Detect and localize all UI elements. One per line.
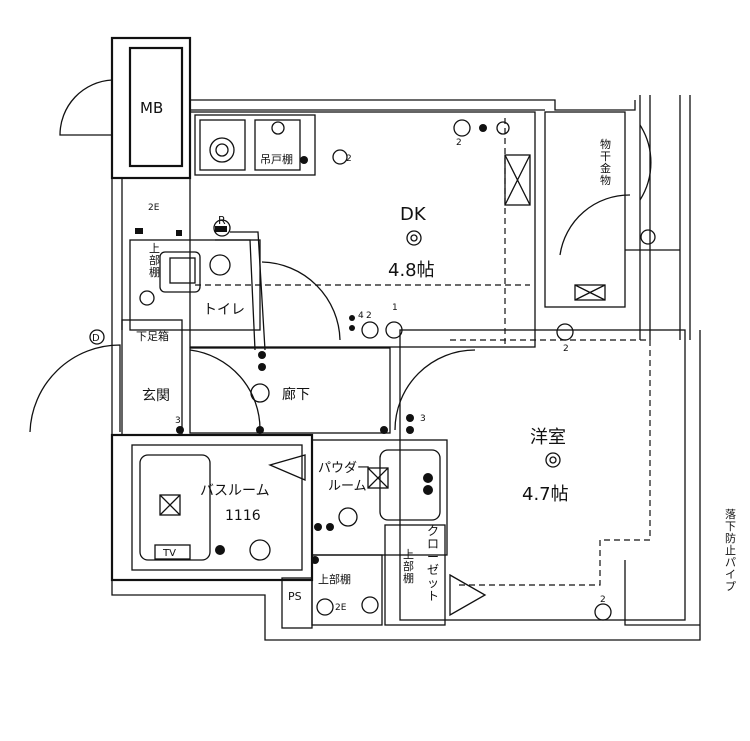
bath-label-1: バスルーム <box>200 483 270 499</box>
closet-outline <box>384 524 446 626</box>
western-label: 洋室 <box>530 427 566 448</box>
ps-outline <box>281 577 313 629</box>
num-3-entry: 3 <box>420 414 426 424</box>
num-2e-dk: 2E <box>148 203 160 213</box>
d-label: D <box>92 333 100 344</box>
storage-outline <box>544 111 626 308</box>
hall-label: 廊下 <box>282 386 310 403</box>
kitchen-counter <box>194 114 316 176</box>
upper-shelf-closet-label: 上部棚 <box>403 548 414 585</box>
r-label: R <box>218 214 226 227</box>
entrance-label: 玄関 <box>142 387 170 404</box>
num-1: 1 <box>392 303 398 313</box>
bath-block <box>110 433 314 582</box>
vertical-labels: 上部棚 物干金物 上部棚 クローゼット 落下防止パイプ <box>149 137 736 603</box>
num-4: 4 <box>358 311 364 321</box>
mb-label: MB <box>140 99 163 117</box>
fall-prevention-label: 落下防止パイプ <box>725 508 736 593</box>
num-2-dk: 2 <box>346 154 352 164</box>
bath-label-2: 1116 <box>225 508 261 524</box>
num-2e-powder: 2E <box>335 603 347 613</box>
dk-outline <box>189 111 536 348</box>
toilet-label: トイレ <box>203 302 245 318</box>
western-size: 4.7帖 <box>522 484 569 505</box>
western-outline <box>399 329 686 621</box>
num-2-western: 2 <box>563 344 569 354</box>
upper-shelf-toilet-label: 上部棚 <box>149 242 160 279</box>
shoe-cabinet-label: 下足箱 <box>136 329 169 343</box>
num-3-hall: 3 <box>175 416 181 426</box>
closet-label: クローゼット <box>427 524 439 603</box>
labels: MB DK 4.8帖 トイレ 廊下 玄関 下足箱 吊戸棚 洋室 4.7帖 バスル… <box>92 99 606 613</box>
powder-label-1: パウダー <box>318 461 370 476</box>
toilet-outline <box>129 239 261 331</box>
upper-shelf-powder-label: 上部棚 <box>318 572 351 586</box>
num-2-dk2: 2 <box>366 311 372 321</box>
powder-label-2: ルーム <box>328 479 367 494</box>
mb-closet <box>128 46 184 168</box>
num-2-top: 2 <box>456 138 462 148</box>
bath-outline <box>131 444 303 571</box>
num-2-western-bottom: 2 <box>600 595 606 605</box>
tv-label: TV <box>162 548 176 559</box>
dk-size: 4.8帖 <box>388 260 435 281</box>
hanging-cupboard-label: 吊戸棚 <box>260 152 293 166</box>
walls <box>29 36 701 641</box>
storage-label: 物干金物 <box>600 137 611 187</box>
dk-label: DK <box>400 204 427 225</box>
hall-outline <box>189 347 391 434</box>
ps-label: PS <box>288 590 302 603</box>
